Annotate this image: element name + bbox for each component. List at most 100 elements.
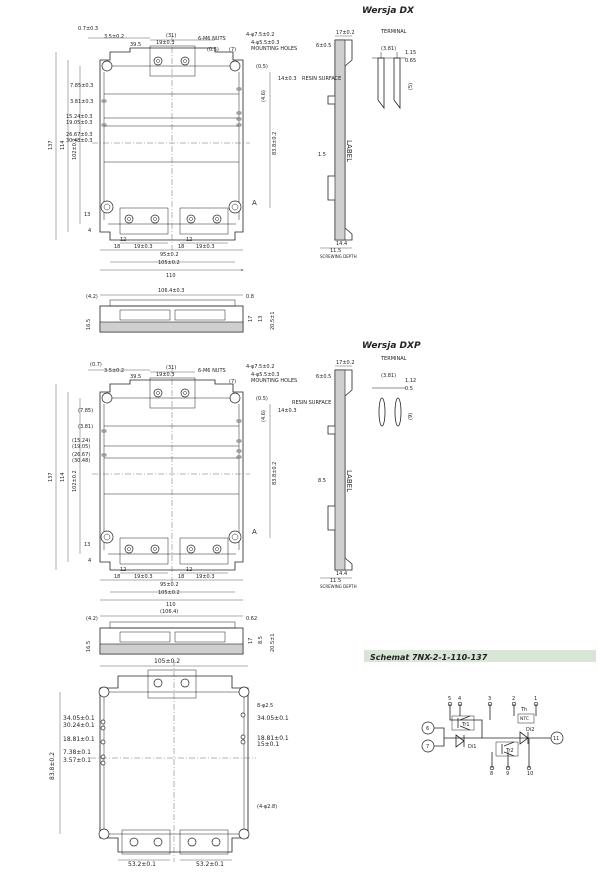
m6-nuts-label: 6-M6 NUTS bbox=[198, 36, 226, 42]
dim-label: (31) bbox=[166, 33, 176, 39]
pin-number: 4 bbox=[458, 696, 461, 702]
dim-label: (3.81) bbox=[381, 373, 396, 379]
dim-label: 19±0.3 bbox=[156, 40, 175, 46]
dim-label: 4 bbox=[88, 558, 91, 564]
mounting-holes-label: MOUNTING HOLES bbox=[251, 46, 297, 52]
dim-label: 1.12 bbox=[405, 378, 416, 384]
dim-label: (31) bbox=[166, 365, 176, 371]
dim-label: 18 bbox=[114, 244, 120, 250]
dim-label: (5) bbox=[408, 83, 414, 90]
component-tr2: Tr2 bbox=[505, 748, 514, 754]
pin-spec-label: (4-φ2.8) bbox=[257, 804, 277, 810]
dim-label: 19.05±0.3 bbox=[66, 120, 92, 126]
dim-label: 15±0.1 bbox=[257, 741, 279, 748]
dim-label: 95±0.2 bbox=[160, 582, 179, 588]
pin-number: 10 bbox=[527, 771, 533, 777]
dim-label: 3.5±0.2 bbox=[104, 368, 124, 374]
dim-label: (4.2) bbox=[86, 616, 98, 622]
mounting-holes-label: MOUNTING HOLES bbox=[251, 378, 297, 384]
dim-label: (0.7) bbox=[90, 362, 102, 368]
dim-label: (3.81) bbox=[78, 424, 93, 430]
dim-label: (0.5) bbox=[256, 396, 268, 402]
dim-label: 13 bbox=[84, 212, 90, 218]
dxp-front-view: (106.4) (4.2) 0.62 16.5 17 8.5 20.5±1 bbox=[86, 609, 276, 655]
dim-label: 12 bbox=[120, 237, 126, 243]
pcb-layout-view: 105±0.2 34.05±0.1 30.24±0.1 18.81±0.1 7.… bbox=[49, 658, 289, 868]
dxp-terminal-detail: TERMINAL (3.81) 1.12 0.5 (9) bbox=[372, 356, 416, 427]
dim-label: 19±0.3 bbox=[134, 574, 153, 580]
dim-label: 11.5 bbox=[330, 248, 341, 254]
pin-number: 11 bbox=[553, 736, 559, 742]
dim-label: 13 bbox=[84, 542, 90, 548]
dim-label: 7.38±0.1 bbox=[63, 749, 91, 756]
dim-label: 106.4±0.3 bbox=[158, 288, 184, 294]
dim-label: (106.4) bbox=[160, 609, 178, 615]
dim-label: (0.5) bbox=[207, 47, 219, 53]
dim-label: 102±0.2 bbox=[72, 138, 78, 160]
dim-label: 0.5 bbox=[405, 386, 413, 392]
pin-number: 6 bbox=[426, 726, 429, 732]
terminal-label: TERMINAL bbox=[380, 29, 407, 35]
dim-label: 20.5±1 bbox=[270, 311, 276, 330]
dim-label: 18 bbox=[178, 574, 184, 580]
pin-number: 1 bbox=[534, 696, 537, 702]
dim-label: (30.48) bbox=[72, 458, 90, 464]
dim-label: 12 bbox=[186, 567, 192, 573]
dx-top-dimensions: 0.7±0.3 3.5±0.2 39.5 (31) 19±0.3 (7) (0.… bbox=[48, 26, 297, 279]
dxp-side-view: LABEL RESIN SURFACE 17±0.2 6±0.5 8.5 14.… bbox=[292, 360, 357, 589]
section-a-label: A bbox=[252, 528, 257, 536]
dim-label: (3.81) bbox=[381, 46, 396, 52]
dim-label: 0.62 bbox=[246, 616, 257, 622]
dim-label: 39.5 bbox=[130, 374, 141, 380]
schema-banner bbox=[364, 650, 596, 662]
dim-label: 83.8±0.2 bbox=[272, 132, 278, 155]
dim-label: 3.57±0.1 bbox=[63, 757, 91, 764]
dim-label: 114 bbox=[60, 140, 66, 150]
dim-label: 7.85±0.3 bbox=[70, 83, 93, 89]
dim-label: 11.5 bbox=[330, 578, 341, 584]
dim-label: 13 bbox=[258, 316, 264, 322]
dim-label: (7) bbox=[229, 47, 236, 53]
dim-label: 137 bbox=[48, 140, 54, 150]
pin-spec-label: 8-φ2.5 bbox=[257, 703, 273, 709]
pin-number: 9 bbox=[506, 771, 509, 777]
dim-label: 4 bbox=[88, 228, 91, 234]
dim-label: 14±0.3 bbox=[278, 408, 297, 414]
dim-label: 14±0.3 bbox=[278, 76, 297, 82]
dim-label: 137 bbox=[48, 472, 54, 482]
dim-label: 4-φ7.5±0.2 bbox=[246, 364, 274, 370]
dim-label: 34.05±0.1 bbox=[63, 715, 95, 722]
pin-number: 3 bbox=[488, 696, 491, 702]
dim-label: 105±0.2 bbox=[158, 590, 180, 596]
component-di2: Di2 bbox=[526, 727, 534, 733]
pin-number: 5 bbox=[448, 696, 451, 702]
dim-label: 34.05±0.1 bbox=[257, 715, 289, 722]
dxp-top-view bbox=[55, 368, 271, 601]
dim-label: (19.05) bbox=[72, 444, 90, 450]
terminal-label: TERMINAL bbox=[380, 356, 407, 362]
section-a-label: A bbox=[252, 199, 257, 207]
dim-label: 19±0.3 bbox=[196, 574, 215, 580]
dim-label: 4-φ7.5±0.2 bbox=[246, 32, 274, 38]
dim-label: 18 bbox=[114, 574, 120, 580]
dim-label: 14.4 bbox=[336, 241, 347, 247]
dim-label: 15.24±0.3 bbox=[66, 114, 92, 120]
dim-label: 6±0.5 bbox=[316, 374, 331, 380]
screwing-depth-label: SCREWING DEPTH bbox=[320, 254, 357, 259]
dim-label: 110 bbox=[166, 273, 176, 279]
dim-label: 1.5 bbox=[318, 152, 326, 158]
dim-label: 17 bbox=[248, 316, 254, 322]
dim-label: (4.6) bbox=[261, 90, 267, 102]
screwing-depth-label: SCREWING DEPTH bbox=[320, 584, 357, 589]
dim-label: (9) bbox=[408, 413, 414, 420]
circuit-schematic: 5 4 3 2 1 8 9 10 6 7 11 Tr1 Di1 bbox=[421, 696, 564, 777]
dim-label: 16.5 bbox=[86, 641, 92, 652]
dim-label: 1.15 bbox=[405, 50, 416, 56]
dim-label: (4.6) bbox=[261, 410, 267, 422]
label-text: LABEL bbox=[345, 470, 353, 492]
dx-front-view: 106.4±0.3 (4.2) 0.8 16.5 17 13 20.5±1 bbox=[86, 288, 276, 333]
dim-label: 105±0.2 bbox=[154, 658, 180, 665]
dim-label: 4-φ5.5±0.3 bbox=[251, 372, 279, 378]
